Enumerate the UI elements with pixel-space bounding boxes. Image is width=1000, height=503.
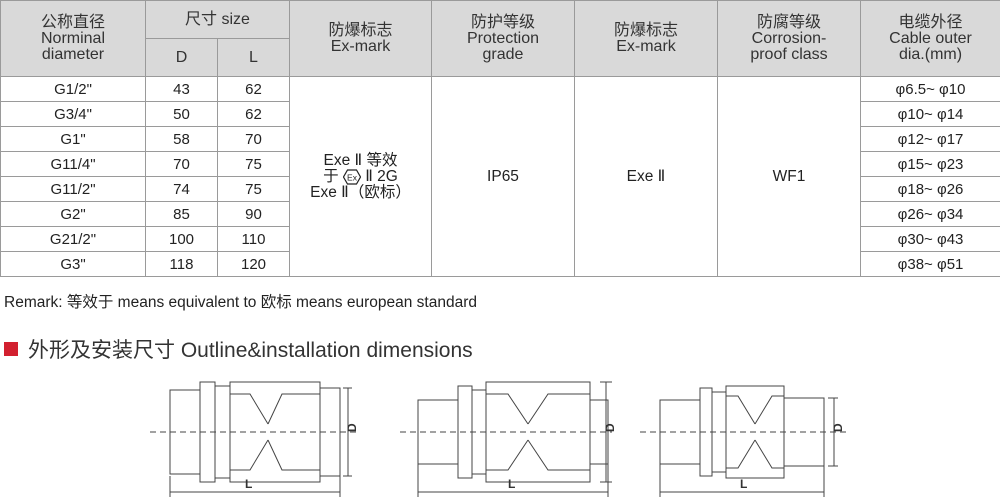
cell-d: 70	[145, 151, 218, 177]
spec-table: 公称直径 Norminal diameter 尺寸 size 防爆标志 Ex-m…	[0, 0, 1000, 277]
cell-l: 62	[217, 76, 290, 102]
cell-nominal: G3"	[0, 251, 146, 277]
drawing-male-male-compact	[640, 385, 850, 497]
cell-l: 75	[217, 151, 290, 177]
drawing-male-male	[400, 381, 612, 497]
header-ex-mark-2: 防爆标志 Ex-mark	[574, 0, 718, 77]
header-cable-outer-dia: 电缆外径 Cable outer dia.(mm)	[860, 0, 1000, 77]
section-heading: 外形及安装尺寸 Outline&installation dimensions	[4, 334, 473, 364]
length-label-1: L	[245, 477, 252, 491]
cell-l: 90	[217, 201, 290, 227]
cell-l: 70	[217, 126, 290, 152]
cell-cable: φ18~ φ26	[860, 176, 1000, 202]
cell-corrosion: WF1	[717, 76, 861, 277]
cell-cable: φ38~ φ51	[860, 251, 1000, 277]
table-row: G3" 118 120 φ38~ φ51	[0, 251, 1000, 277]
length-label-3: L	[740, 477, 747, 491]
red-square-icon	[4, 342, 18, 356]
section-title: 外形及安装尺寸 Outline&installation dimensions	[28, 339, 473, 362]
header-ex-mark: 防爆标志 Ex-mark	[289, 0, 432, 77]
cell-ex-mark-2: Exe Ⅱ	[574, 76, 718, 277]
cell-nominal: G3/4"	[0, 101, 146, 127]
cell-cable: φ12~ φ17	[860, 126, 1000, 152]
svg-text:Ex: Ex	[347, 172, 358, 182]
cell-protection: IP65	[431, 76, 575, 277]
header-corrosion: 防腐等级 Corrosion- proof class	[717, 0, 861, 77]
cell-nominal: G21/2"	[0, 226, 146, 252]
cell-cable: φ6.5~ φ10	[860, 76, 1000, 102]
cell-d: 50	[145, 101, 218, 127]
cell-d: 85	[145, 201, 218, 227]
header-protection-grade: 防护等级 Protection grade	[431, 0, 575, 77]
cell-cable: φ15~ φ23	[860, 151, 1000, 177]
diameter-label-3: D	[831, 423, 845, 432]
remark-text: Remark: 等效于 means equivalent to 欧标 means…	[4, 294, 477, 311]
table-row: G11/4" 70 75 φ15~ φ23	[0, 151, 1000, 177]
cell-d: 43	[145, 76, 218, 102]
cell-nominal: G11/2"	[0, 176, 146, 202]
cell-cable: φ10~ φ14	[860, 101, 1000, 127]
cell-nominal: G11/4"	[0, 151, 146, 177]
outline-drawings: L D L D L D	[150, 381, 850, 497]
table-row: G21/2" 100 110 φ30~ φ43	[0, 226, 1000, 252]
cell-l: 120	[217, 251, 290, 277]
cell-ex-mark: Exe Ⅱ 等效 于 Ex Ⅱ 2G Exe Ⅱ（欧标）	[289, 76, 432, 277]
cell-l: 75	[217, 176, 290, 202]
diameter-label-1: D	[345, 423, 359, 432]
header-nominal-diameter: 公称直径 Norminal diameter	[0, 0, 146, 77]
cell-nominal: G2"	[0, 201, 146, 227]
cell-nominal: G1/2"	[0, 76, 146, 102]
diameter-label-2: D	[603, 423, 617, 432]
cell-l: 110	[217, 226, 290, 252]
cell-d: 58	[145, 126, 218, 152]
cell-d: 74	[145, 176, 218, 202]
header-size-d: D	[145, 38, 218, 77]
cell-d: 118	[145, 251, 218, 277]
header-size-l: L	[217, 38, 290, 77]
header-size: 尺寸 size	[145, 0, 290, 39]
length-label-2: L	[508, 477, 515, 491]
cell-l: 62	[217, 101, 290, 127]
table-row: G1/2" 43 62 Exe Ⅱ 等效 于 Ex Ⅱ 2G Exe Ⅱ（欧标）…	[0, 76, 1000, 277]
drawing-female-female	[150, 381, 360, 497]
table-row: G2" 85 90 φ26~ φ34	[0, 201, 1000, 227]
ex-hexagon-icon: Ex	[342, 168, 361, 185]
cell-cable: φ30~ φ43	[860, 226, 1000, 252]
cell-d: 100	[145, 226, 218, 252]
cell-nominal: G1"	[0, 126, 146, 152]
cell-cable: φ26~ φ34	[860, 201, 1000, 227]
